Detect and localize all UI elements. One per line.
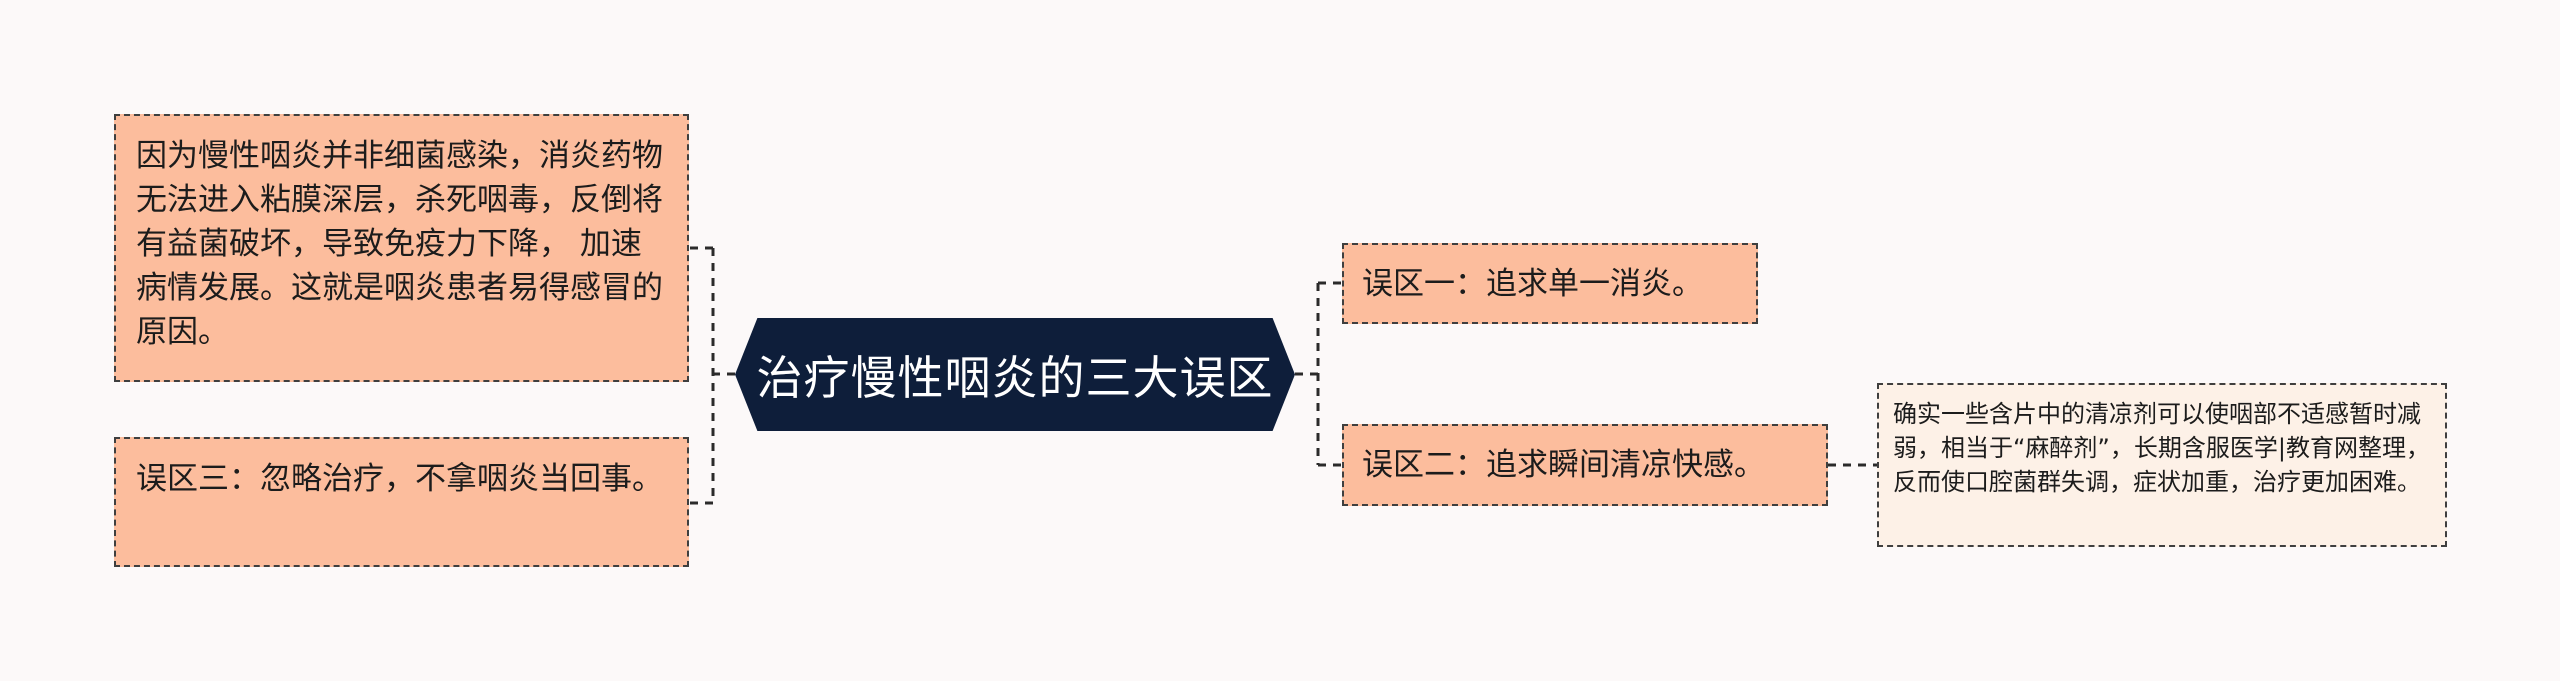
root-topic[interactable]: 治疗慢性咽炎的三大误区 — [735, 318, 1295, 431]
topic-left-explanation[interactable]: 因为慢性咽炎并非细菌感染，消炎药物无法进入粘膜深层，杀死咽毒，反倒将有益菌破坏，… — [114, 114, 689, 382]
topic-misconception-1-text: 误区一：追求单一消炎。 — [1362, 265, 1703, 302]
topic-misconception-2-text: 误区二：追求瞬间清凉快感。 — [1362, 447, 1765, 483]
topic-misconception-2-detail-text: 确实一些含片中的清凉剂可以使咽部不适感暂时减弱，相当于“麻醉剂”，长期含服医学|… — [1893, 400, 2430, 496]
topic-misconception-2-detail[interactable]: 确实一些含片中的清凉剂可以使咽部不适感暂时减弱，相当于“麻醉剂”，长期含服医学|… — [1877, 383, 2447, 547]
root-topic-label: 治疗慢性咽炎的三大误区 — [756, 350, 1274, 405]
topic-misconception-1[interactable]: 误区一：追求单一消炎。 — [1342, 243, 1758, 324]
topic-misconception-2[interactable]: 误区二：追求瞬间清凉快感。 — [1342, 424, 1828, 506]
topic-misconception-3[interactable]: 误区三：忽略治疗，不拿咽炎当回事。 — [114, 437, 689, 567]
topic-misconception-3-text: 误区三：忽略治疗，不拿咽炎当回事。 — [136, 461, 663, 497]
topic-left-explanation-text: 因为慢性咽炎并非细菌感染，消炎药物无法进入粘膜深层，杀死咽毒，反倒将有益菌破坏，… — [136, 138, 663, 350]
